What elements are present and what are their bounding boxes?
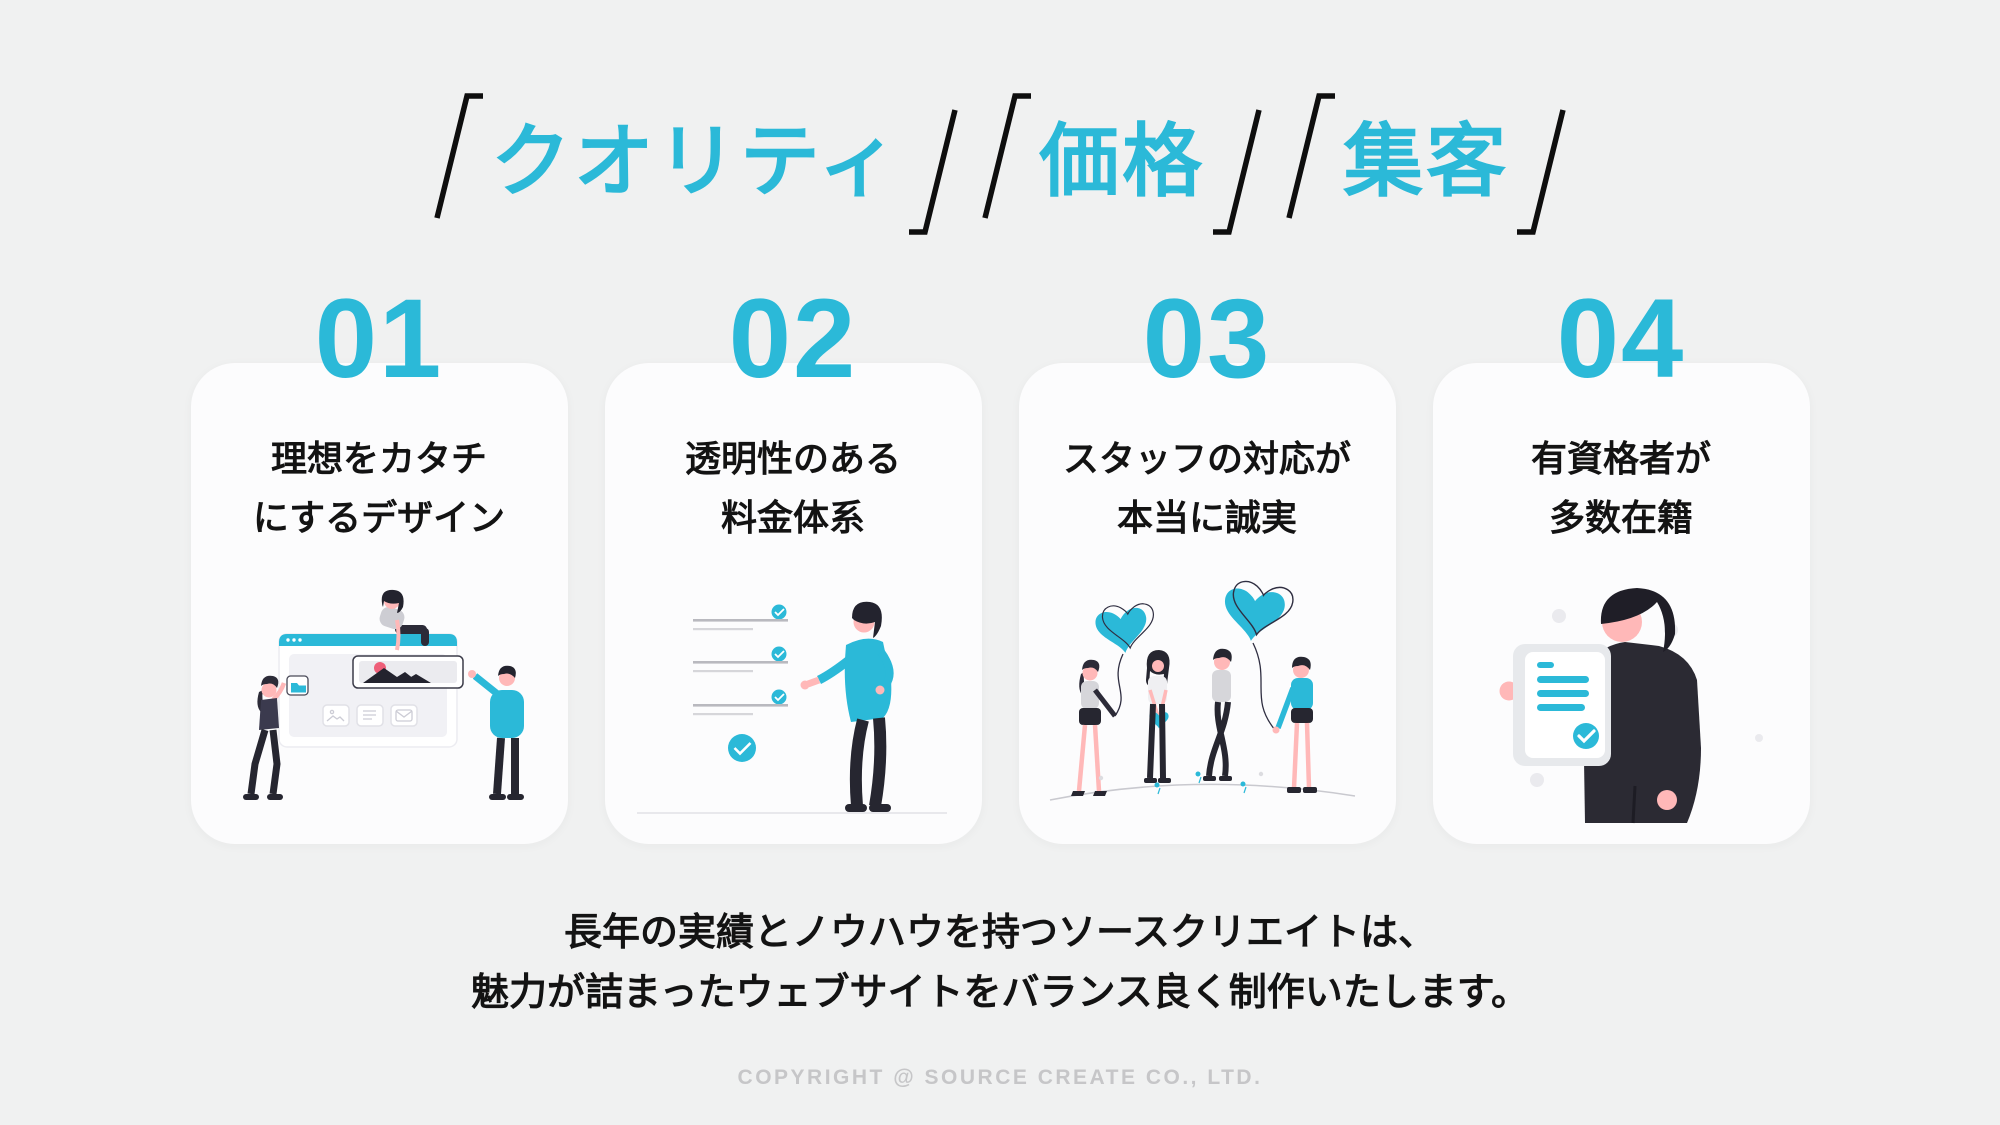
keyword-label: 価格	[1039, 117, 1206, 206]
checklist	[693, 604, 788, 762]
card-title-line: スタッフの対応が	[1062, 438, 1351, 479]
description-line: 魅力が詰まったウェブサイトをバランス良く制作いたします。	[471, 972, 1529, 1015]
keyword-attraction: 集客	[1279, 93, 1573, 235]
description-text: 長年の実績とノウハウを持つソースクリエイトは、 魅力が詰まったウェブサイトをバラ…	[0, 903, 2000, 1023]
card-title-line: 多数在籍	[1548, 497, 1693, 539]
woman-figure-2	[1144, 650, 1171, 783]
open-bracket-icon	[434, 93, 483, 219]
heart-balloon-icon	[1095, 603, 1154, 717]
web-design-illustration	[207, 588, 551, 828]
big-check-circle-icon	[728, 734, 756, 762]
description-line: 長年の実績とノウハウを持つソースクリエイトは、	[563, 912, 1437, 954]
copyright-text: COPYRIGHT @ SOURCE CREATE CO., LTD.	[737, 1066, 1263, 1089]
card-02: 02 透明性のある 料金体系	[604, 283, 982, 844]
card-04: 04 有資格者が 多数在籍	[1432, 283, 1810, 844]
image-icon	[322, 704, 350, 727]
check-circle-icon	[771, 604, 787, 620]
man-figure-1	[1203, 648, 1232, 781]
card-number: 03	[1142, 276, 1272, 401]
right-hand	[1657, 790, 1677, 810]
keyword-price: 価格	[975, 93, 1269, 235]
check-circle-icon	[771, 646, 787, 662]
folder-icon	[286, 675, 309, 696]
card-title-line: 本当に誠実	[1116, 497, 1297, 539]
certificate-clipboard-icon	[1513, 644, 1611, 766]
verified-check-icon	[1573, 723, 1599, 749]
close-bracket-icon	[909, 109, 958, 235]
close-bracket-icon	[1213, 109, 1262, 235]
card-title-line: 料金体系	[720, 497, 865, 539]
heart-balloon-icon	[1225, 580, 1294, 731]
price-checklist-illustration	[621, 588, 965, 828]
right-person-figure	[468, 665, 524, 800]
keyword-label: クオリティ	[490, 117, 902, 206]
card-number: 01	[314, 276, 444, 401]
keyword-quality: クオリティ	[427, 93, 965, 235]
man-figure-2	[1272, 656, 1317, 793]
check-circle-icon	[771, 689, 787, 705]
card-title-line: 有資格者が	[1530, 438, 1711, 479]
ground-sprouts	[1098, 771, 1264, 795]
left-person-figure	[243, 675, 287, 800]
sitting-woman-figure	[379, 589, 429, 651]
feature-cards: 01 理想をカタチ にするデザイン	[0, 283, 2000, 844]
header-keywords: クオリティ 価格 集客	[0, 88, 2000, 236]
standing-man-figure	[800, 601, 894, 812]
close-bracket-icon	[1517, 109, 1566, 235]
card-title-line: 理想をカタチ	[270, 438, 487, 479]
open-bracket-icon	[1286, 93, 1336, 219]
ground-line	[637, 812, 947, 814]
keyword-label: 集客	[1343, 117, 1510, 206]
card-title-line: 透明性のある	[684, 438, 901, 479]
heart-balloons-illustration	[1035, 580, 1379, 828]
card-title: 理想をカタチ にするデザイン	[191, 429, 568, 547]
suited-man-figure	[1583, 588, 1701, 824]
mail-icon	[390, 704, 418, 727]
open-bracket-icon	[982, 93, 1032, 219]
card-title-line: にするデザイン	[252, 497, 506, 539]
card-03: 03 スタッフの対応が 本当に誠実	[1018, 283, 1396, 844]
card-01: 01 理想をカタチ にするデザイン	[190, 283, 568, 844]
card-number: 02	[728, 276, 858, 401]
qualified-staff-illustration	[1449, 588, 1793, 828]
card-number: 04	[1556, 276, 1686, 401]
woman-figure-1	[1071, 659, 1117, 796]
card-title: 有資格者が 多数在籍	[1433, 429, 1810, 547]
card-title: 透明性のある 料金体系	[605, 429, 982, 547]
image-placeholder-icon	[352, 655, 464, 689]
card-title: スタッフの対応が 本当に誠実	[1019, 429, 1396, 547]
